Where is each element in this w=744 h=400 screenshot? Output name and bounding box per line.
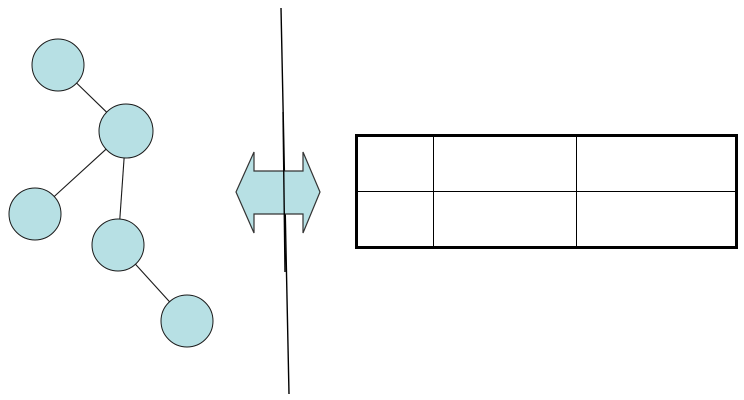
- table-cell-r2-c2: [433, 191, 577, 248]
- table-row: [356, 191, 737, 248]
- table-cell-r2-c3: [576, 191, 737, 248]
- table-row: [356, 135, 737, 192]
- tree-node-n1: [31, 38, 85, 92]
- grid-table: [355, 134, 738, 249]
- table-cell-r2-c1: [356, 191, 434, 248]
- table-cell-r1-c2: [433, 135, 577, 192]
- tree-edges: [53, 82, 170, 303]
- tree-nodes: [8, 38, 214, 348]
- tree-edge-n4-n5: [135, 263, 170, 303]
- table-cell-r1-c1: [356, 135, 434, 192]
- tree-node-n2: [98, 103, 154, 159]
- divider-overlay-line: [282, 111, 286, 273]
- arrow-layer: [235, 151, 321, 234]
- tree-node-n4: [91, 218, 145, 272]
- tree-node-n5: [160, 294, 214, 348]
- table-body: [356, 135, 737, 248]
- tree-node-n3: [8, 187, 62, 241]
- table-cell-r1-c3: [576, 135, 737, 192]
- divider-overlay: [282, 111, 286, 273]
- tree-edge-n1-n2: [76, 82, 108, 113]
- tree-edge-n2-n3: [53, 148, 107, 197]
- tree-edge-n2-n4: [119, 157, 125, 220]
- double-headed-arrow: [235, 151, 321, 234]
